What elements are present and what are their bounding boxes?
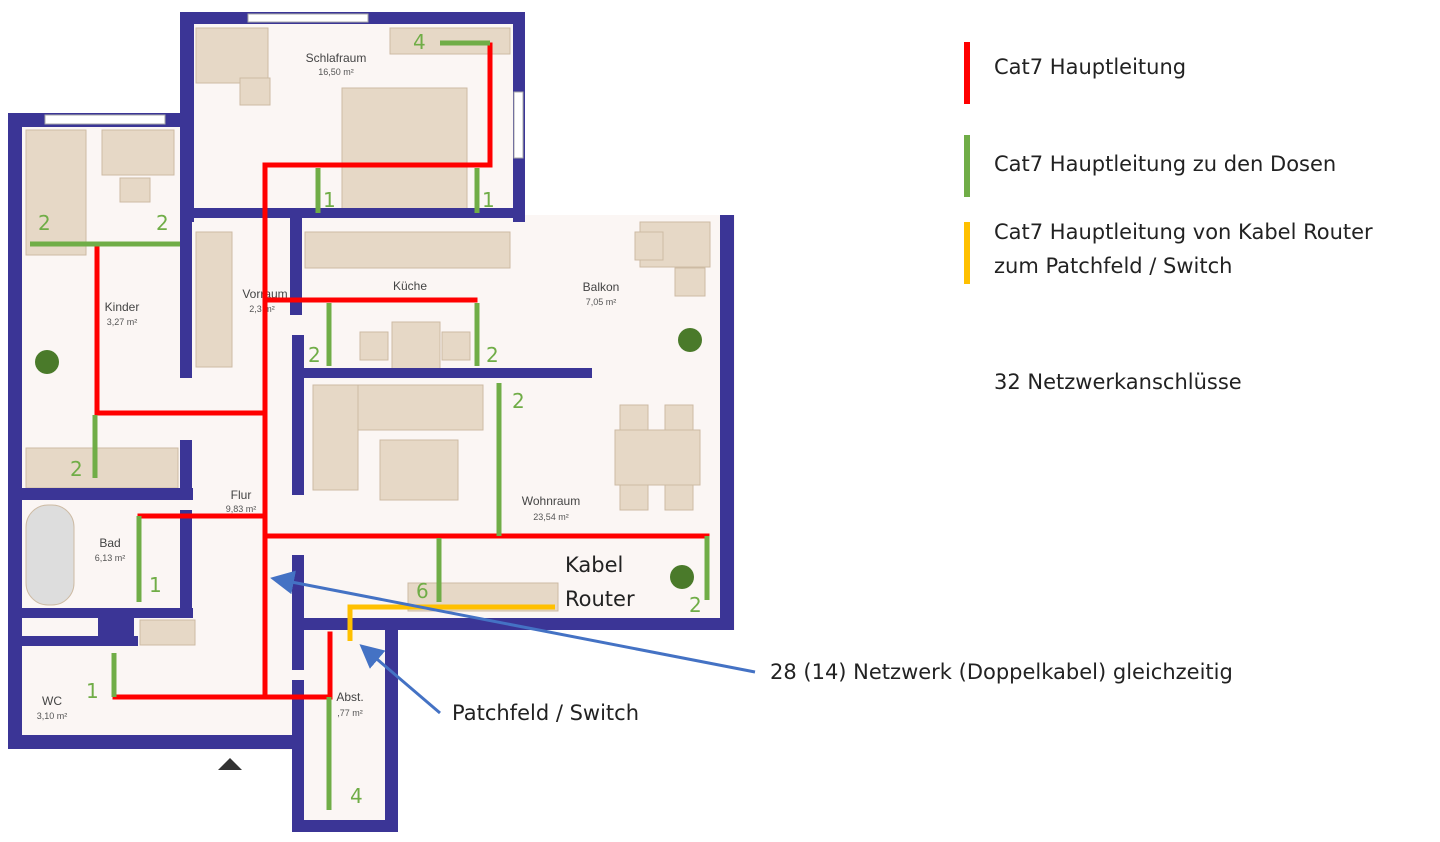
kabel-router-label-line1: Kabel bbox=[565, 553, 624, 577]
outlet-lines bbox=[30, 40, 710, 810]
entrance-arrow-icon bbox=[218, 758, 242, 770]
legend-total-label: 32 Netzwerkanschlüsse bbox=[994, 370, 1242, 394]
outlet-count: 2 bbox=[512, 389, 525, 413]
legend-yellow-label-line2: zum Patchfeld / Switch bbox=[994, 253, 1233, 278]
router-patch-line bbox=[347, 604, 555, 641]
legend-red-swatch bbox=[964, 42, 970, 104]
plant-icons bbox=[35, 328, 702, 589]
room-area-abst: ,77 m² bbox=[337, 708, 363, 718]
legend-green-label: Cat7 Hauptleitung zu den Dosen bbox=[994, 152, 1337, 176]
outlet-count: 1 bbox=[323, 188, 336, 212]
outlet-count: 2 bbox=[486, 343, 499, 367]
outlet-count: 2 bbox=[70, 457, 83, 481]
network-note-arrow bbox=[270, 570, 756, 674]
legend-green-swatch bbox=[964, 135, 970, 197]
room-area-wohnraum: 23,54 m² bbox=[533, 512, 569, 522]
room-label-wohnraum: Wohnraum bbox=[522, 494, 580, 508]
room-area-balkon: 7,05 m² bbox=[586, 297, 617, 307]
room-area-kinder: 3,27 m² bbox=[107, 317, 138, 327]
windows bbox=[44, 13, 524, 159]
outlet-count: 6 bbox=[416, 579, 429, 603]
patchfeld-label: Patchfeld / Switch bbox=[452, 701, 640, 725]
room-area-wc: 3,10 m² bbox=[37, 711, 68, 721]
room-label-kinder: Kinder bbox=[105, 300, 140, 314]
patchfeld-arrow bbox=[359, 644, 441, 715]
outlet-count: 4 bbox=[350, 784, 363, 808]
room-area-flur: 9,83 m² bbox=[226, 504, 257, 514]
legend-red-label: Cat7 Hauptleitung bbox=[994, 55, 1187, 79]
room-label-bad: Bad bbox=[99, 536, 120, 550]
legend-yellow-label: Cat7 Hauptleitung von Kabel Router zum Pa… bbox=[994, 216, 1373, 283]
room-label-abst: Abst. bbox=[336, 690, 363, 704]
outlet-count: 2 bbox=[308, 343, 321, 367]
room-label-wc: WC bbox=[42, 694, 62, 708]
room-area-schlafraum: 16,50 m² bbox=[318, 67, 354, 77]
outlet-count: 1 bbox=[482, 188, 495, 212]
kabel-router-label-line2: Router bbox=[565, 586, 635, 611]
room-label-balkon: Balkon bbox=[583, 280, 620, 294]
room-label-flur: Flur bbox=[231, 488, 252, 502]
floor-areas bbox=[8, 12, 735, 832]
outlet-count: 1 bbox=[86, 679, 99, 703]
furniture bbox=[25, 27, 711, 646]
room-area-vorraum: 2,3 m² bbox=[249, 304, 275, 314]
outlet-count: 2 bbox=[689, 593, 702, 617]
outlet-counts: 4 1 1 2 2 2 2 2 2 1 6 2 1 4 bbox=[38, 30, 702, 808]
outlet-count: 2 bbox=[38, 211, 51, 235]
legend-yellow-swatch bbox=[964, 222, 970, 284]
outlet-count: 2 bbox=[156, 211, 169, 235]
room-area-bad: 6,13 m² bbox=[95, 553, 126, 563]
legend-yellow-label-line1: Cat7 Hauptleitung von Kabel Router bbox=[994, 220, 1373, 244]
outlet-count: 1 bbox=[149, 573, 162, 597]
network-note-label: 28 (14) Netzwerk (Doppelkabel) gleichzei… bbox=[770, 660, 1233, 684]
room-label-kueche: Küche bbox=[393, 279, 427, 293]
room-label-schlafraum: Schlafraum bbox=[306, 51, 367, 65]
outlet-count: 4 bbox=[413, 30, 426, 54]
